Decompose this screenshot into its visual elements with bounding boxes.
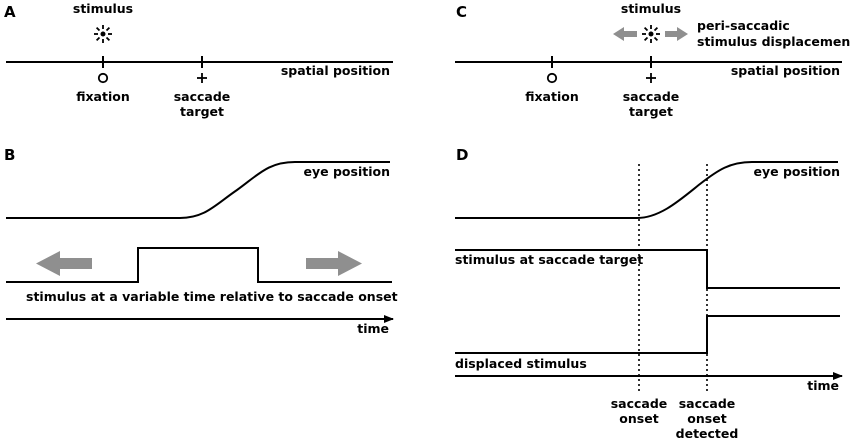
panel-d-eye-label: eye position (754, 164, 840, 179)
panel-b-right-arrow-icon (306, 251, 362, 276)
panel-b: B eye position stimulus at a variable ti… (4, 146, 398, 336)
panel-a-stimulus-label: stimulus (73, 1, 133, 16)
panel-b-letter: B (4, 146, 15, 164)
panel-c-left-arrow-icon (613, 27, 637, 41)
panel-d-displaced-label: displaced stimulus (455, 356, 587, 371)
panel-c-stimulus-icon (642, 25, 660, 43)
panel-a-fixation-icon (97, 72, 109, 84)
panel-c-axis-label: spatial position (731, 63, 840, 78)
panel-c-right-arrow-icon (665, 27, 688, 41)
panel-b-stimulus-trace (6, 247, 392, 283)
panel-d-detected-label-1: saccade (679, 396, 736, 411)
panel-d-onset-label-2: onset (619, 411, 658, 426)
panel-b-time-label: time (357, 321, 389, 336)
panel-d-target-stim-label: stimulus at saccade target (455, 252, 643, 267)
panel-c-target-label-2: target (629, 104, 673, 119)
panel-d-letter: D (456, 146, 468, 164)
panel-d: D eye position stimulus at saccade targe… (455, 146, 843, 440)
panel-d-detected-label-2: onset (687, 411, 726, 426)
panel-d-displaced-stimulus-trace (455, 315, 840, 354)
panel-a-axis-label: spatial position (281, 63, 390, 78)
panel-c-letter: C (456, 3, 467, 21)
panel-d-detected-label-3: detected (676, 426, 739, 440)
panel-c-fixation-icon (546, 72, 558, 84)
panel-c-displacement-label-2: stimulus displacement (697, 34, 850, 49)
panel-d-time-label: time (807, 378, 839, 393)
panel-b-stimulus-label: stimulus at a variable time relative to … (26, 289, 398, 304)
panel-d-onset-label-1: saccade (611, 396, 668, 411)
panel-a-stimulus-icon (94, 25, 112, 43)
panel-c: C stimulus peri-saccadic stimulus displa… (455, 1, 850, 119)
panel-b-left-arrow-icon (36, 251, 92, 276)
panel-c-target-icon (646, 73, 656, 83)
panel-a: A stimulus spatial position fixation sac… (4, 1, 393, 119)
panel-b-eye-trace (6, 161, 390, 219)
panel-a-target-icon (197, 73, 207, 83)
panel-c-stimulus-label: stimulus (621, 1, 681, 16)
panel-c-displacement-label-1: peri-saccadic (697, 18, 790, 33)
panel-d-eye-trace (455, 161, 838, 219)
panel-c-fixation-label: fixation (525, 89, 579, 104)
panel-a-target-label-1: saccade (174, 89, 231, 104)
panel-c-target-label-1: saccade (623, 89, 680, 104)
panel-a-target-label-2: target (180, 104, 224, 119)
panel-a-letter: A (4, 3, 16, 21)
panel-a-fixation-label: fixation (76, 89, 130, 104)
panel-b-eye-label: eye position (304, 164, 390, 179)
